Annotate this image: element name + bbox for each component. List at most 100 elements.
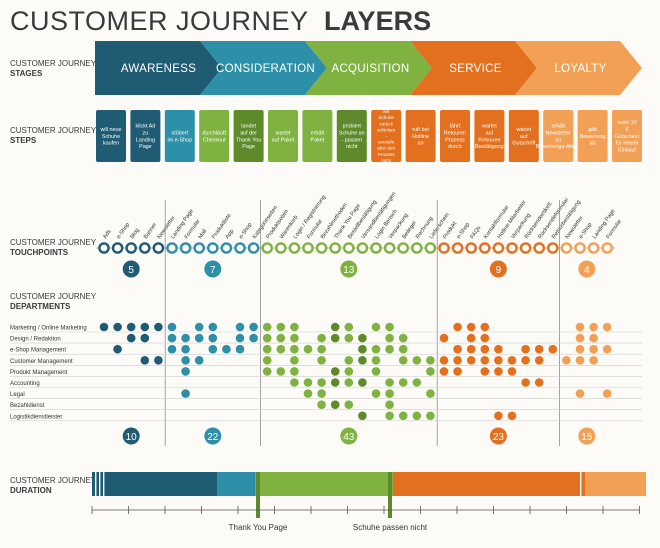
step-box [612,110,642,162]
step-box [371,110,402,162]
touchpoint-ring [234,242,246,254]
department-dot [385,389,394,398]
department-dot [575,344,585,354]
touchpoint-ring [166,242,178,254]
department-dot [303,344,313,354]
department-dot [303,389,313,398]
touchpoint-ring [261,242,274,254]
duration-segment [585,472,646,496]
title-light: CUSTOMER JOURNEY [10,6,309,36]
department-dot [194,333,204,343]
department-dot [208,344,218,354]
touchpoint-ring [519,242,532,254]
duration-slit [99,472,101,496]
department-dot [317,400,326,410]
department-dot [575,322,585,332]
department-dot [181,389,190,398]
department-dot [453,344,462,354]
department-count: 43 [343,432,355,443]
department-dot [208,333,218,343]
touchpoint-ring [438,242,450,254]
stage-label: CONSIDERATION [216,63,315,75]
department-dot [371,389,381,398]
touchpoint-ring [342,242,355,254]
touchpoint-ring [370,242,382,254]
department-label: Accounting [10,381,40,387]
departments-label-line2: DEPARTMENTS [10,302,71,311]
department-count-badge [340,427,358,445]
department-dot [317,378,326,387]
department-count-badge [204,427,222,445]
department-dot [385,411,394,421]
department-dot [344,333,354,343]
department-dot [575,389,585,398]
department-dot [290,378,299,387]
department-dot [480,344,490,354]
department-dot [194,356,204,365]
duration-segment [217,472,255,496]
department-dot [317,389,326,398]
department-dot [235,333,245,343]
touchpoint-count-badge [578,260,596,278]
department-label: e-Shop Management [10,348,66,354]
touchpoint-ring [98,242,110,254]
steps-label-line1: CUSTOMER JOURNEY [10,126,97,135]
department-dot [181,333,190,343]
department-dot [480,322,490,332]
department-label: Logistikdienstleister [10,414,62,420]
step-box [164,110,195,162]
touchpoint-count: 9 [496,265,502,276]
department-count-badge [578,427,596,445]
department-dot [99,322,109,332]
department-dot [167,333,177,343]
department-dot [548,344,558,354]
department-dot [330,333,340,343]
department-dot [398,356,408,365]
department-dot [507,356,517,365]
department-label: Design / Redaktion [10,337,61,343]
department-dot [358,333,367,343]
department-dot [235,322,245,332]
touchpoint-ring [356,242,369,254]
step-box [577,110,608,162]
department-dot [208,322,218,332]
department-dot [249,322,258,332]
department-dot [303,378,313,387]
touchpoint-ring [206,242,219,254]
step-box [130,110,161,162]
touchpoint-count-badge [204,260,222,278]
department-dot [439,356,449,365]
duration-segment [255,472,393,496]
touchpoint-ring [506,242,518,254]
touchpoint-ring [587,242,600,254]
department-dot [113,322,122,332]
department-label: Customer Management [10,359,73,365]
department-dot [494,356,503,365]
department-dot [140,333,150,343]
touchpoint-ring [138,242,151,254]
touchpoint-count: 4 [584,265,590,276]
step-box [199,110,230,162]
duration-segment [393,472,585,496]
department-dot [412,378,422,387]
department-dot [276,333,286,343]
touchpoint-ring [574,242,586,254]
department-dot [140,356,150,365]
stage-label: ACQUISITION [331,63,409,75]
touchpoint-ring [247,242,260,254]
touchpoint-label: Blog [129,228,140,241]
department-dot [249,333,258,343]
touchpoint-ring [424,242,437,254]
department-dot [290,356,299,365]
steps-label-line2: STEPS [10,136,37,145]
department-dot [480,356,490,365]
